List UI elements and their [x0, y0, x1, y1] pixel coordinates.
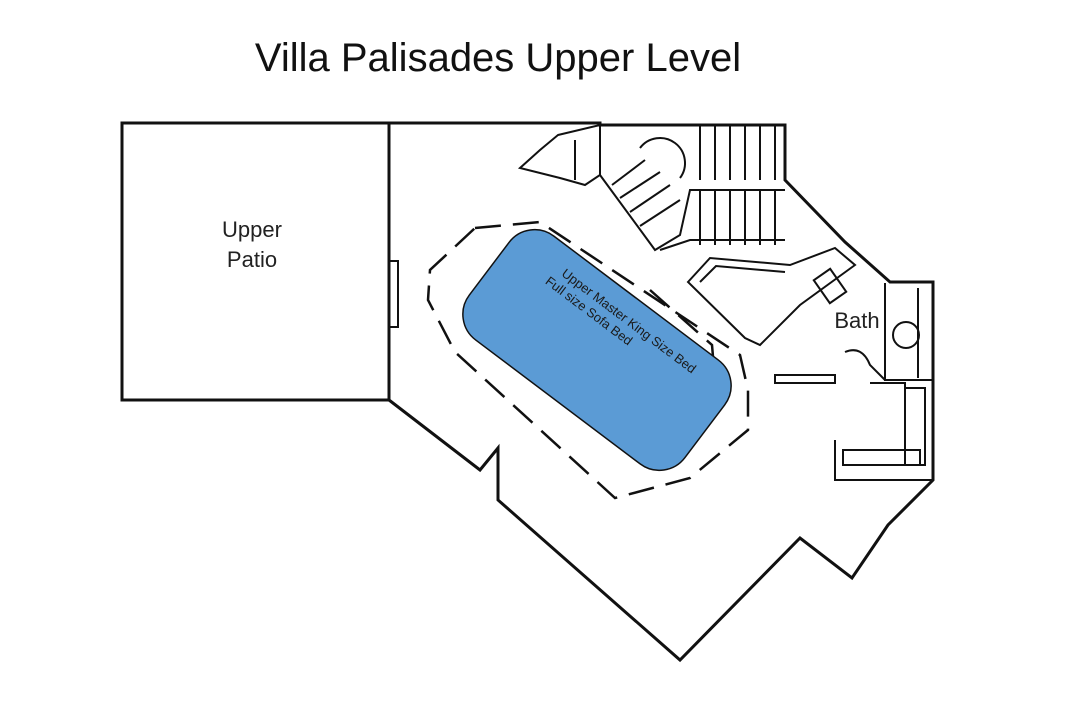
tub-outline — [904, 387, 926, 466]
bath-wall-left — [884, 283, 933, 381]
patio-door — [388, 260, 399, 328]
page-title: Villa Palisades Upper Level — [254, 36, 742, 80]
bath-label: Bath — [834, 308, 879, 333]
bedroom-dashed-outline — [426, 220, 750, 500]
sink-fixture — [892, 321, 920, 349]
patio-label-line2: Patio — [227, 247, 277, 272]
closet-inner — [699, 264, 786, 283]
bath-partition — [844, 349, 886, 381]
bath-mid-wall — [870, 382, 906, 450]
bath-lower-wall — [834, 440, 933, 481]
bed-highlight — [462, 228, 732, 472]
closet-unit — [686, 246, 857, 347]
bedroom-dashed-inner — [649, 289, 717, 381]
tub-floor — [842, 449, 921, 466]
patio-label-line1: Upper — [222, 217, 282, 242]
bath-door-arc — [774, 374, 836, 384]
entry-alcove — [517, 123, 601, 187]
staircase — [599, 125, 785, 252]
closet-box — [812, 267, 848, 305]
bed-highlight-group: Upper Master King Size Bed Full size Sof… — [462, 228, 732, 472]
